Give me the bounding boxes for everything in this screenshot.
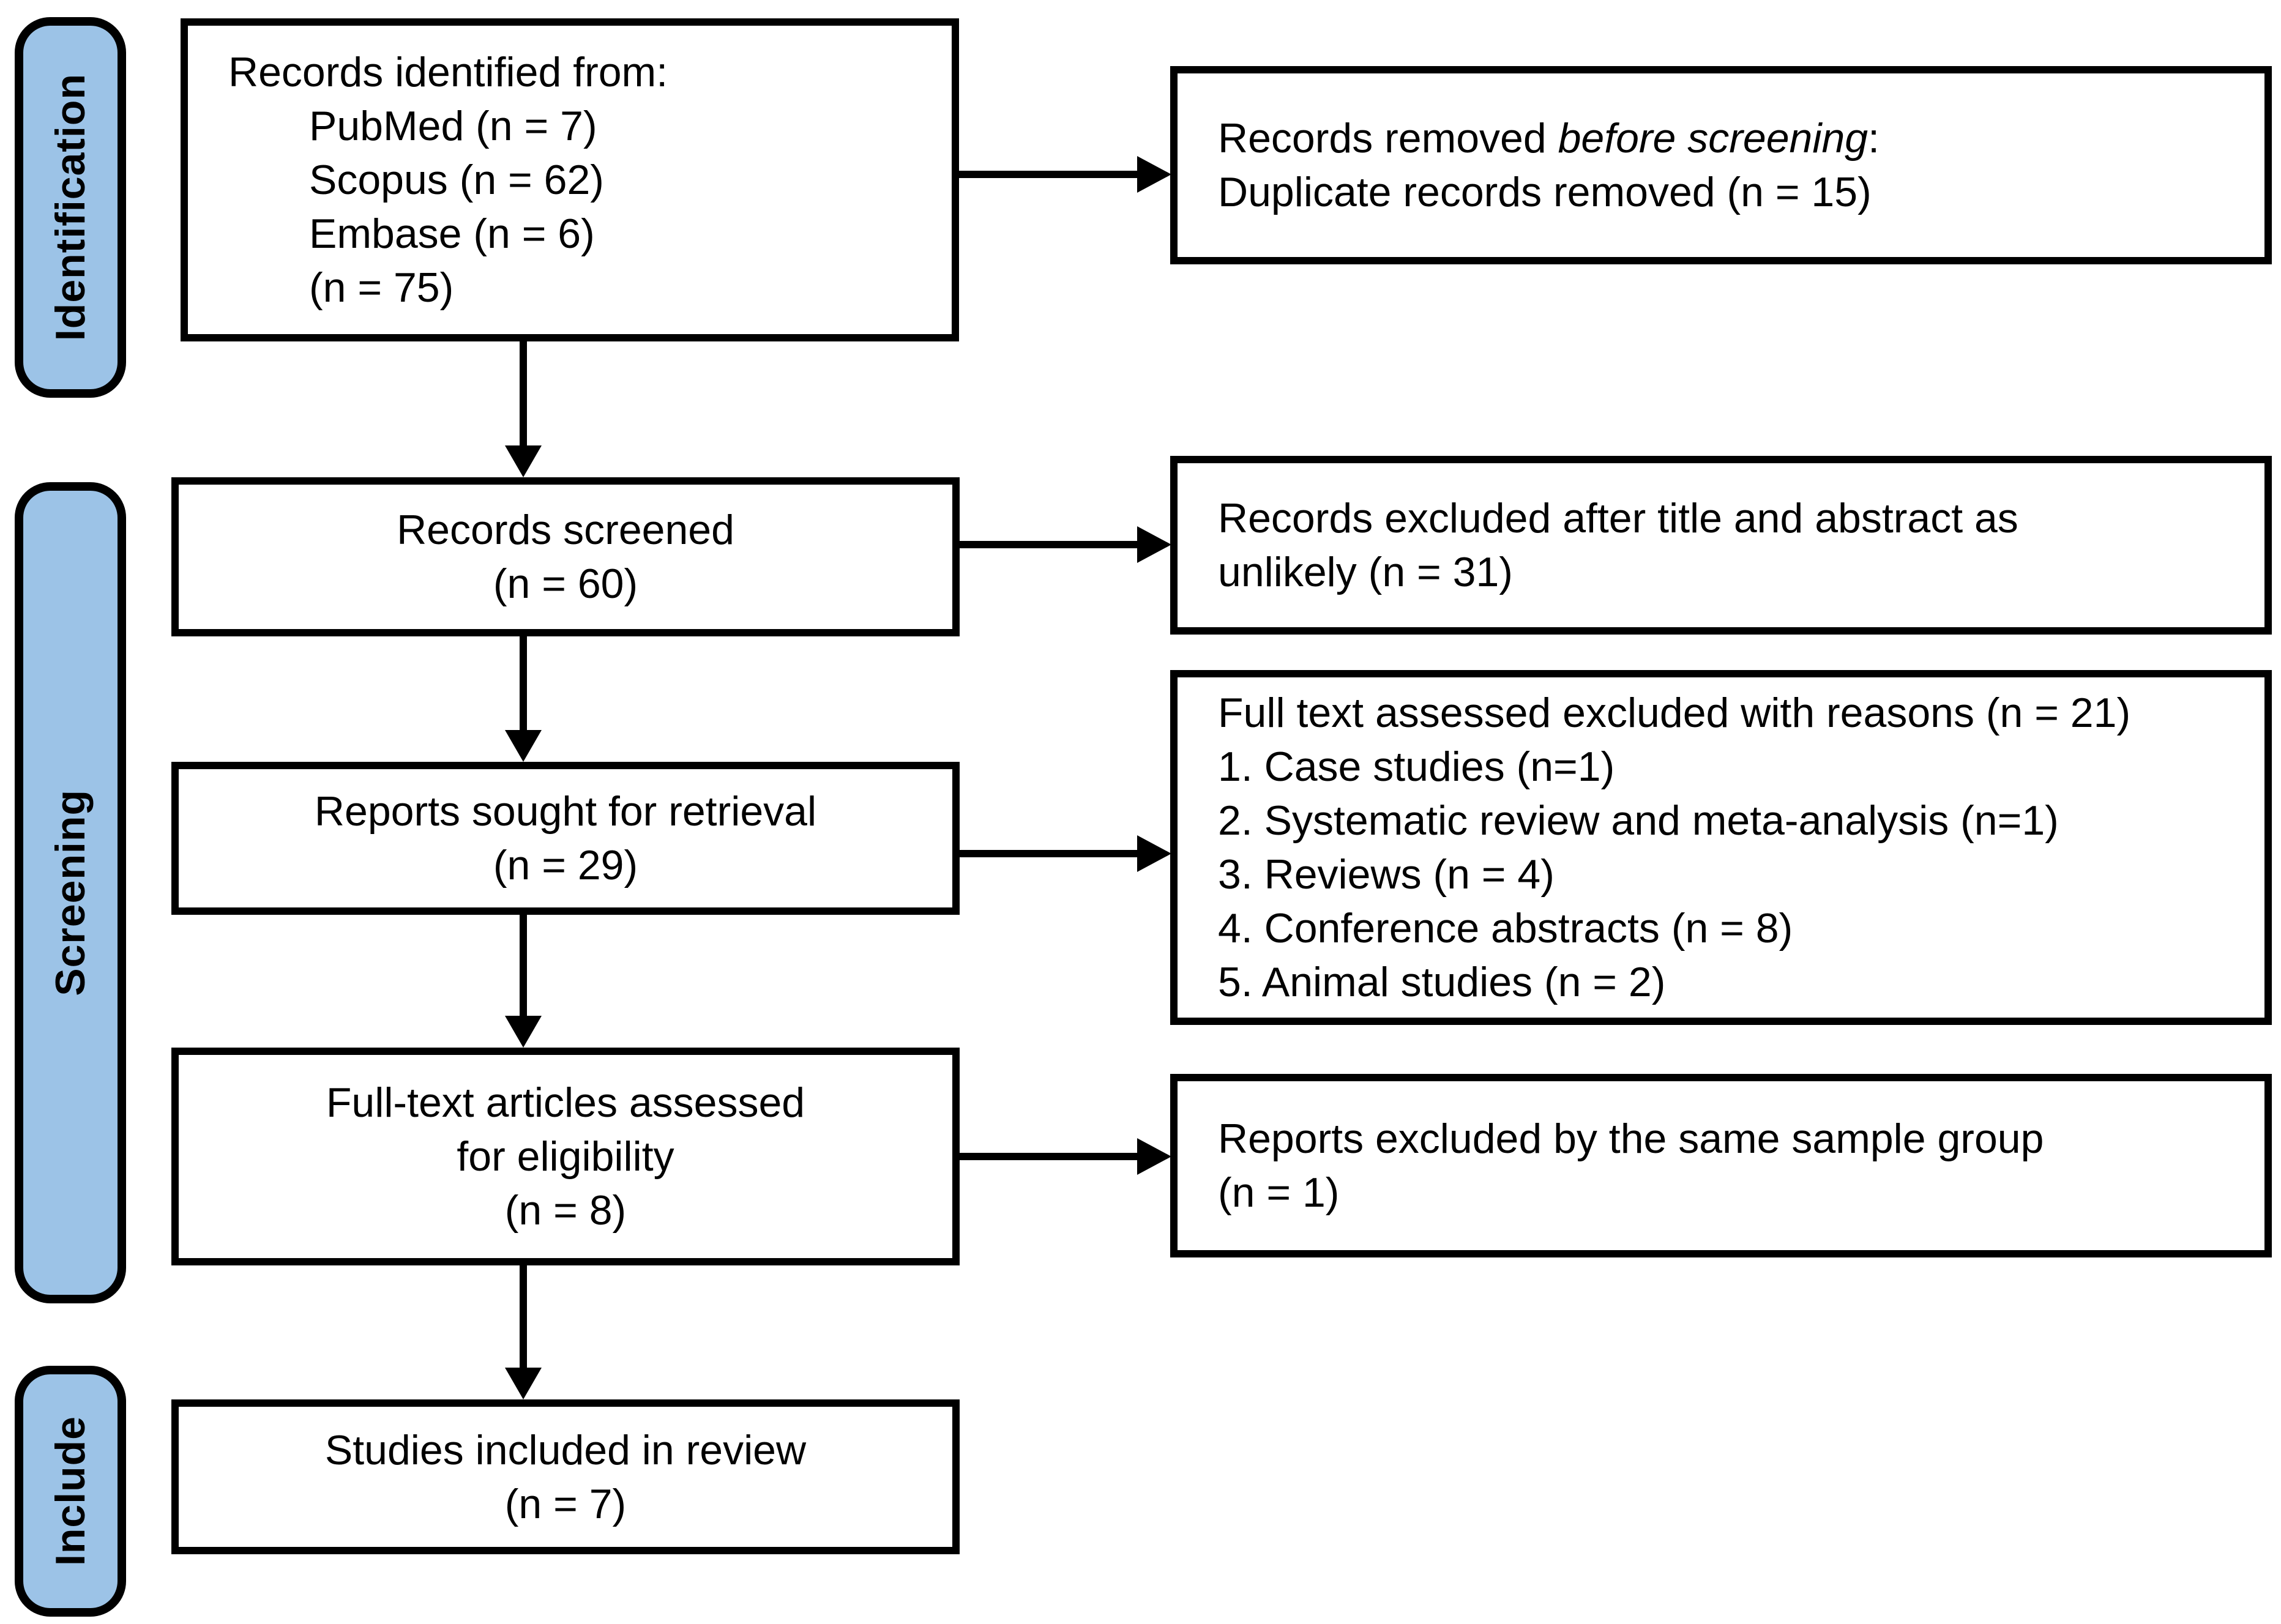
box-line: 4. Conference abstracts (n = 8) [1218, 905, 1793, 952]
sidebar-stage-screening: Screening [15, 482, 126, 1303]
box-line: Scopus (n = 62) [309, 157, 604, 203]
arrow-down-head-icon [505, 445, 542, 477]
arrow-right-head-icon [1137, 1138, 1171, 1175]
arrow-sought-to-eligibility-line [520, 915, 527, 1016]
reports-excluded-samegroup-box: Reports excluded by the same sample grou… [1170, 1074, 2272, 1257]
arrow-down-head-icon [505, 730, 542, 762]
box-line: Reports excluded by the same sample grou… [1218, 1116, 2044, 1162]
box-line: (n = 29) [493, 842, 638, 888]
box-line: Records screened [397, 507, 734, 553]
box-line: unlikely (n = 31) [1218, 549, 1513, 595]
stage-label-screening: Screening [47, 789, 94, 996]
box-line: (n = 7) [504, 1480, 627, 1527]
records-screened-box: Records screened (n = 60) [171, 477, 960, 636]
box-line: Full text assessed excluded with reasons… [1218, 690, 2131, 736]
records-identified-box: Records identified from: PubMed (n = 7) … [181, 18, 959, 341]
arrow-sought-to-reasons-line [955, 850, 1138, 857]
box-line: 2. Systematic review and meta-analysis (… [1218, 797, 2059, 844]
box-line: for eligibility [457, 1133, 674, 1180]
text-segment-italic: before screening [1558, 115, 1868, 162]
box-line: Full-text articles assessed [326, 1079, 805, 1126]
arrow-right-head-icon [1137, 835, 1171, 872]
sidebar-stage-identification: Identification [15, 17, 126, 398]
box-line: 1. Case studies (n=1) [1218, 743, 1615, 790]
box-line: (n = 60) [493, 561, 638, 607]
arrow-down-head-icon [505, 1016, 542, 1048]
stage-label-identification: Identification [47, 73, 94, 341]
fulltext-excluded-reasons-box: Full text assessed excluded with reasons… [1170, 670, 2272, 1025]
box-line: (n = 75) [309, 264, 454, 311]
arrow-screened-to-sought-line [520, 636, 527, 730]
box-line: 3. Reviews (n = 4) [1218, 851, 1555, 898]
box-line: (n = 1) [1218, 1169, 1340, 1216]
box-line: Reports sought for retrieval [314, 788, 817, 835]
box-line: Records removed before screening: [1218, 111, 2250, 165]
fulltext-assessed-box: Full-text articles assessed for eligibil… [171, 1048, 960, 1265]
arrow-eligibility-to-included-line [520, 1265, 527, 1368]
box-line: Embase (n = 6) [309, 210, 595, 257]
stage-label-include: Include [47, 1416, 94, 1566]
arrow-right-head-icon [1137, 526, 1171, 563]
box-line: Records identified from: [228, 49, 668, 95]
arrow-right-head-icon [1137, 156, 1171, 193]
box-line: Studies included in review [324, 1426, 807, 1473]
text-segment: Records removed [1218, 115, 1558, 162]
arrow-eligibility-to-samegroup-line [955, 1153, 1138, 1160]
box-line: Records excluded after title and abstrac… [1218, 495, 2018, 542]
arrow-screened-to-excluded-line [955, 541, 1138, 548]
box-line: PubMed (n = 7) [309, 103, 597, 149]
reports-sought-box: Reports sought for retrieval (n = 29) [171, 762, 960, 915]
box-line: Duplicate records removed (n = 15) [1218, 169, 1872, 215]
sidebar-stage-include: Include [15, 1366, 126, 1617]
box-line: (n = 8) [504, 1187, 627, 1234]
records-removed-box: Records removed before screening: Duplic… [1170, 66, 2272, 264]
arrow-identified-to-removed-line [955, 171, 1138, 178]
text-segment: : [1868, 115, 1880, 162]
box-line: 5. Animal studies (n = 2) [1218, 959, 1666, 1005]
arrow-identified-to-screened-line [520, 341, 527, 449]
studies-included-box: Studies included in review (n = 7) [171, 1399, 960, 1554]
records-excluded-box: Records excluded after title and abstrac… [1170, 456, 2272, 635]
arrow-down-head-icon [505, 1368, 542, 1399]
